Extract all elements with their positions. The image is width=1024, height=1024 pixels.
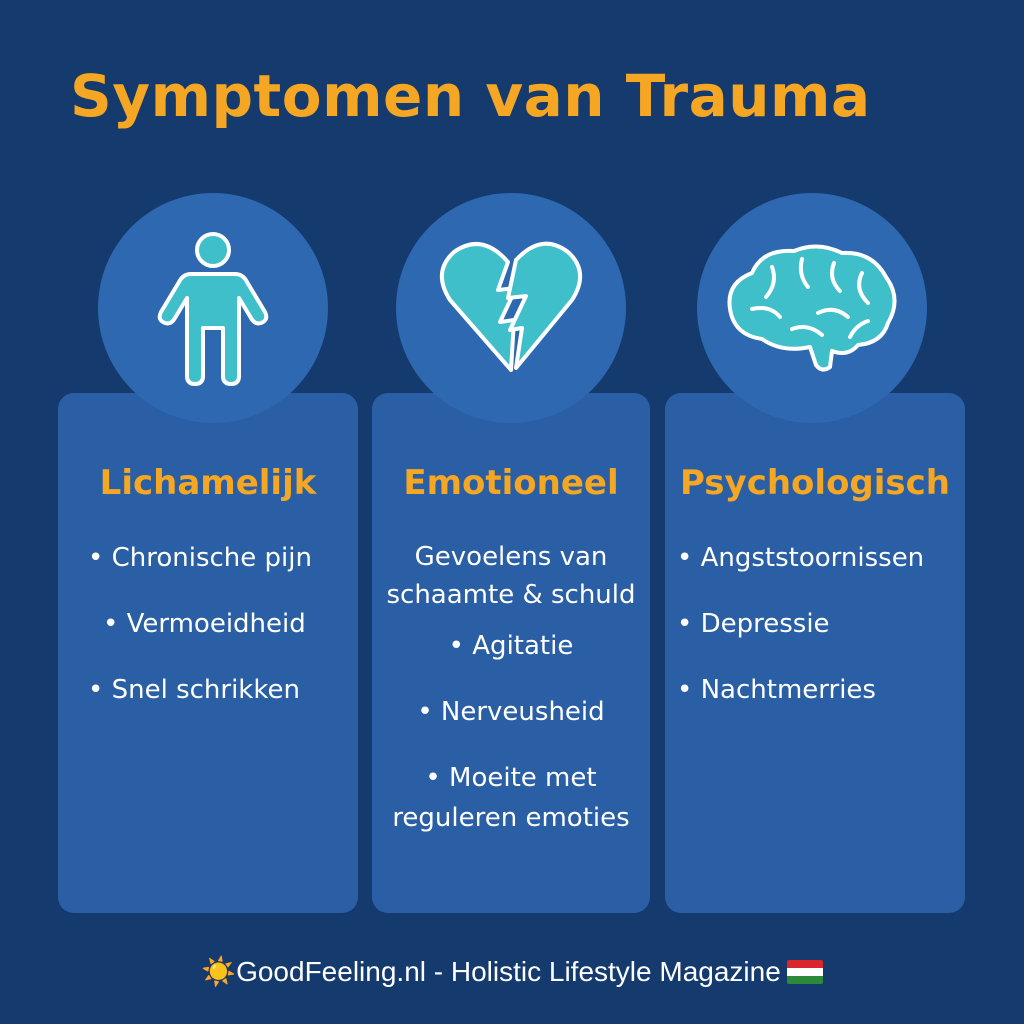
brain-icon bbox=[727, 244, 897, 372]
list-item: • Nachtmerries bbox=[677, 675, 876, 705]
broken-heart-icon bbox=[440, 241, 582, 372]
symptom-list: Gevoelens van schaamte & schuld • Agitat… bbox=[372, 538, 650, 864]
footer-text: GoodFeeling.nl - Holistic Lifestyle Maga… bbox=[236, 956, 781, 987]
icon-circle bbox=[98, 193, 328, 423]
list-item: • Angststoornissen bbox=[677, 543, 925, 573]
page-title: Symptomen van Trauma bbox=[70, 62, 871, 130]
card-heading: Emotioneel bbox=[403, 463, 619, 503]
card-psychologisch: Psychologisch • Angststoornissen • Depre… bbox=[665, 393, 965, 913]
list-item: • Vermoeidheid bbox=[103, 609, 306, 639]
list-item: • Moeite met reguleren emoties bbox=[392, 763, 630, 833]
person-icon bbox=[157, 232, 269, 386]
sun-icon: ☀️ bbox=[201, 956, 237, 987]
list-item: • Snel schrikken bbox=[88, 675, 300, 705]
list-item: Gevoelens van schaamte & schuld bbox=[386, 542, 636, 610]
card-heading: Lichamelijk bbox=[99, 463, 317, 503]
list-item: • Chronische pijn bbox=[88, 543, 312, 573]
card-lichamelijk: Lichamelijk • Chronische pijn • Vermoeid… bbox=[58, 393, 358, 913]
icon-circle bbox=[396, 193, 626, 423]
card-heading: Psychologisch bbox=[679, 463, 951, 503]
symptom-list: • Angststoornissen • Depressie • Nachtme… bbox=[665, 538, 965, 736]
footer: ☀️GoodFeeling.nl - Holistic Lifestyle Ma… bbox=[0, 955, 1024, 988]
card-emotioneel: Emotioneel Gevoelens van schaamte & schu… bbox=[372, 393, 650, 913]
flag-icon bbox=[786, 960, 823, 984]
icon-circle bbox=[697, 193, 927, 423]
symptom-list: • Chronische pijn • Vermoeidheid • Snel … bbox=[58, 538, 358, 736]
list-item: • Agitatie bbox=[448, 631, 574, 661]
list-item: • Nerveusheid bbox=[417, 697, 605, 727]
list-item: • Depressie bbox=[677, 609, 830, 639]
